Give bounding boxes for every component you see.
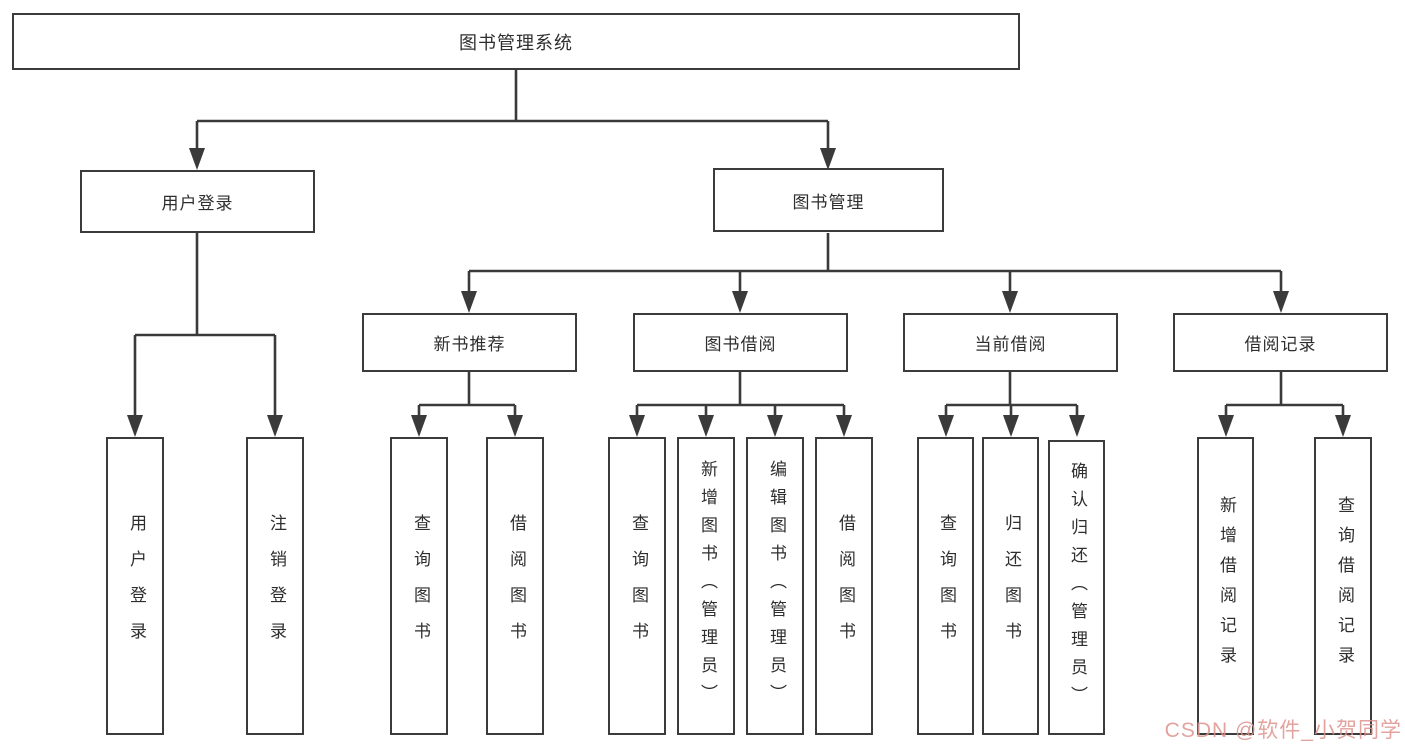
node-leaf-return-book: 归还图书 [982,437,1039,735]
node-leaf-edit-book-admin: 编辑图书（管理员） [746,437,804,735]
node-leaf-query-book-1: 查询图书 [390,437,448,735]
node-leaf-logout: 注销登录 [246,437,304,735]
node-current-borrow: 当前借阅 [903,313,1118,372]
node-book-management: 图书管理 [713,168,944,232]
node-leaf-confirm-return-admin: 确认归还（管理员） [1048,440,1105,735]
node-leaf-user-login: 用户登录 [106,437,164,735]
node-leaf-query-book-3: 查询图书 [917,437,974,735]
node-leaf-add-borrow-record: 新增借阅记录 [1197,437,1254,735]
node-borrow-records: 借阅记录 [1173,313,1388,372]
node-leaf-query-book-2: 查询图书 [608,437,666,735]
node-leaf-borrow-book-1: 借阅图书 [486,437,544,735]
node-root-system: 图书管理系统 [12,13,1020,70]
node-leaf-query-borrow-record: 查询借阅记录 [1314,437,1372,735]
csdn-watermark: CSDN @软件_小贺同学 [1164,719,1402,742]
node-leaf-add-book-admin: 新增图书（管理员） [677,437,735,735]
node-book-borrow: 图书借阅 [633,313,848,372]
node-new-book-recommend: 新书推荐 [362,313,577,372]
node-leaf-borrow-book-2: 借阅图书 [815,437,873,735]
node-user-login-group: 用户登录 [80,170,315,233]
